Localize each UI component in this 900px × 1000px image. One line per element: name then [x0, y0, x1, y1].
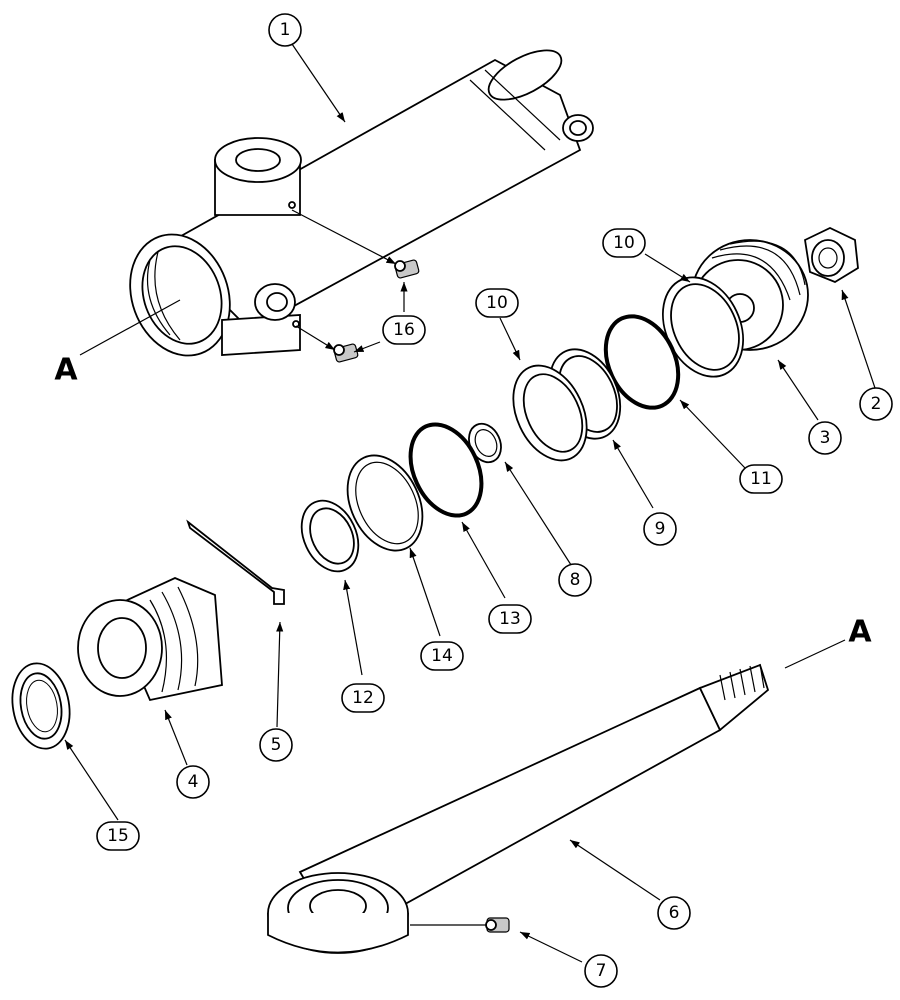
callout-9: 9 — [643, 512, 677, 546]
grease-fitting-rod — [485, 917, 510, 933]
callout-label: 11 — [750, 469, 772, 489]
callout-6: 6 — [657, 896, 691, 930]
callout-label: 3 — [820, 428, 831, 448]
callout-13: 13 — [488, 604, 532, 634]
callout-1: 1 — [268, 13, 302, 47]
callout-15: 15 — [96, 821, 140, 851]
callout-label: 10 — [486, 293, 508, 313]
section-ref-left: A — [54, 353, 78, 388]
callout-label: 13 — [499, 609, 521, 629]
callout-label: 7 — [596, 961, 607, 981]
callout-label: 2 — [871, 394, 882, 414]
grease-fitting-upper — [394, 259, 420, 279]
callout-label: 16 — [393, 320, 415, 340]
callout-7: 7 — [584, 954, 618, 988]
callout-4: 4 — [176, 765, 210, 799]
callout-11: 11 — [739, 464, 783, 494]
o-ring-small — [468, 422, 502, 464]
callout-label: 14 — [431, 646, 453, 666]
callout-5: 5 — [259, 728, 293, 762]
wiper-seal — [11, 662, 71, 750]
gland — [77, 577, 223, 702]
callout-3: 3 — [808, 421, 842, 455]
lock-wire — [186, 519, 285, 605]
cylinder-barrel — [129, 49, 594, 357]
section-ref-right: A — [848, 615, 872, 650]
callout-label: 5 — [271, 735, 282, 755]
leader-lines — [64, 43, 876, 963]
grease-fitting-lower — [333, 343, 359, 363]
callout-10-upper: 10 — [602, 228, 646, 258]
callout-12: 12 — [341, 683, 385, 713]
callout-14: 14 — [420, 641, 464, 671]
callout-16: 16 — [382, 315, 426, 345]
callout-label: 1 — [280, 20, 291, 40]
callout-label: 6 — [669, 903, 680, 923]
callout-label: 15 — [107, 826, 129, 846]
callout-label: 9 — [655, 519, 666, 539]
piston-rod — [267, 663, 770, 954]
callout-label: 10 — [613, 233, 635, 253]
backup-ring-gland — [346, 454, 424, 552]
callout-label: 4 — [188, 772, 199, 792]
wear-ring-lower — [512, 364, 588, 462]
o-ring-rod-seal — [408, 422, 484, 518]
rod-seal — [300, 499, 360, 573]
callout-label: 12 — [352, 688, 374, 708]
callout-10-lower: 10 — [475, 288, 519, 318]
callout-label: 8 — [570, 570, 581, 590]
callout-8: 8 — [558, 563, 592, 597]
lock-nut — [804, 227, 859, 284]
callout-2: 2 — [859, 387, 893, 421]
